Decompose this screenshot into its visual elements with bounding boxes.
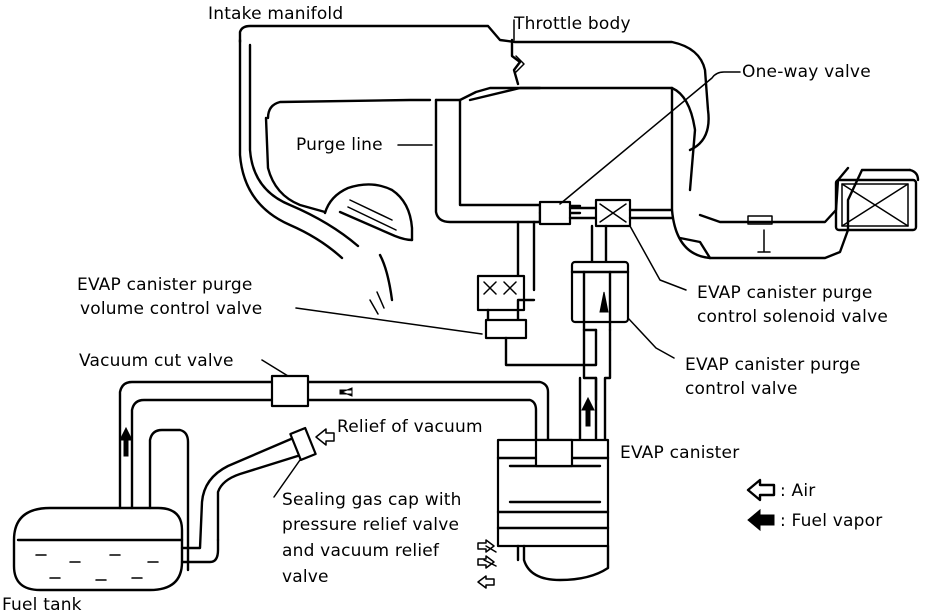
labels: Intake manifold Throttle body One-way va… [2, 4, 888, 615]
one-way-valve [538, 200, 572, 226]
legend: : Air : Fuel vapor [746, 478, 882, 532]
legend-fuel-vapor-label: : Fuel vapor [780, 511, 882, 531]
label-intake-manifold: Intake manifold [208, 4, 343, 24]
label-purge-control-1: EVAP canister purge [685, 355, 861, 375]
label-fuel-tank: Fuel tank [2, 595, 82, 615]
evap-canister [483, 438, 610, 582]
label-purge-line: Purge line [296, 135, 383, 155]
solid-arrow-icon [747, 508, 775, 532]
hollow-arrow-icon [746, 478, 776, 502]
label-gas-cap-2: pressure relief valve [282, 515, 459, 535]
label-evap-canister: EVAP canister [620, 443, 739, 463]
purge-control-solenoid-valve [568, 198, 674, 264]
label-gas-cap-3: and vacuum relief [282, 541, 440, 561]
label-gas-cap-4: valve [282, 567, 329, 587]
label-one-way-valve: One-way valve [742, 62, 871, 82]
label-vacuum-cut-valve: Vacuum cut valve [79, 351, 234, 371]
purge-volume-control-valve [476, 274, 598, 367]
label-purge-volume-1: EVAP canister purge [77, 275, 253, 295]
label-purge-solenoid-1: EVAP canister purge [697, 283, 873, 303]
engine-silhouette [323, 183, 414, 315]
vacuum-cut-line [118, 374, 550, 510]
label-gas-cap-1: Sealing gas cap with [282, 490, 462, 510]
fuel-tank [12, 426, 317, 592]
leader-lines [261, 19, 741, 498]
throttle-plate [510, 38, 525, 86]
label-purge-control-2: control valve [685, 379, 798, 399]
canister-vapor-line [578, 376, 598, 442]
label-purge-volume-2: volume control valve [80, 299, 262, 319]
label-purge-solenoid-2: control solenoid valve [697, 307, 888, 327]
air-arrow-icons [315, 428, 495, 589]
purge-control-valve [570, 260, 630, 442]
label-throttle-body: Throttle body [513, 14, 631, 34]
legend-air-label: : Air [780, 481, 815, 501]
label-relief-of-vacuum: Relief of vacuum [337, 417, 483, 437]
